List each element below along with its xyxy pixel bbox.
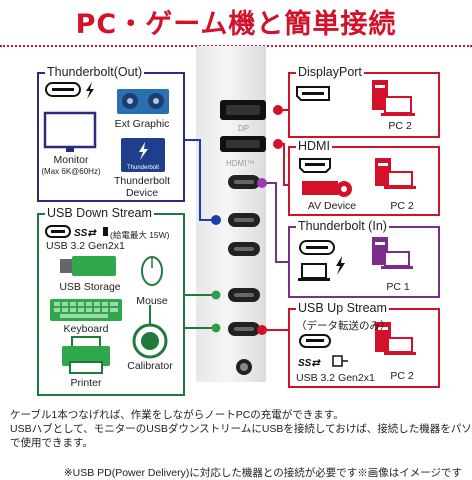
usb-c-port-2 [228, 213, 260, 227]
tb-in-pc-label: PC 1 [386, 281, 410, 293]
thunderbolt-out-header: Thunderbolt(Out) [45, 65, 145, 79]
laptop-icon [384, 337, 416, 355]
audio-jack [236, 359, 252, 375]
tb-out-connection-dot [211, 215, 221, 225]
usb-up-version: USB 3.2 Gen2x1 [296, 372, 375, 384]
hdmi-connection-dot [273, 139, 283, 149]
tb-in-connection-dot [257, 178, 267, 188]
usb-up-stream-header: USB Up Stream [296, 301, 389, 315]
monitor-label: Monitor [53, 154, 89, 166]
thunderbolt-in-header: Thunderbolt (In) [296, 219, 389, 233]
thunderbolt-bolt-icon [336, 256, 345, 275]
dp-pc-label: PC 2 [388, 120, 412, 132]
displayport-box: DisplayPort [288, 65, 440, 138]
hdmi-port-label: HDMI™ [226, 159, 254, 168]
power-note: (給電最大 15W) [110, 230, 170, 240]
battery-icon [103, 227, 108, 236]
thunderbolt-logo-text: Thunderbolt [127, 165, 159, 171]
usb-c-plug-icon [299, 240, 335, 255]
printer-label: Printer [70, 377, 102, 389]
calibrator-icon [132, 305, 168, 359]
av-device-icon [302, 181, 352, 197]
usb-c-plug-icon [45, 82, 81, 97]
usb-c-plug-icon [45, 225, 71, 238]
usb-c-port-4 [228, 288, 260, 302]
hdmi-connector-icon [299, 158, 331, 173]
usb-down-dot-2 [211, 323, 221, 333]
mouse-icon [141, 256, 163, 286]
laptop-icon [381, 96, 415, 116]
graphics-card-icon [117, 89, 169, 114]
superspeed-icon: SS⇄ [298, 358, 321, 369]
superspeed-icon: SS⇄ [74, 228, 97, 239]
dp-port [220, 100, 266, 120]
note-line-2: USBハブとして、モニターのUSBダウンストリームにUSBを接続しておけば、接続… [10, 423, 472, 435]
ext-graphic-label: Ext Graphic [114, 118, 170, 130]
note-line-1: ケーブル1本つなげれば、作業をしながらノートPCの充電ができます。 [10, 409, 344, 421]
keyboard-icon [50, 299, 122, 321]
usb-down-stream-header: USB Down Stream [45, 206, 154, 220]
footnote: ※USB PD(Power Delivery)に対応した機器との接続が必要です※… [63, 467, 462, 479]
note-line-3: で使用できます。 [10, 437, 93, 449]
usb-down-dot-1 [211, 290, 221, 300]
mouse-label: Mouse [136, 295, 168, 307]
thunderbolt-bolt-icon [86, 82, 94, 99]
usb-c-port-3 [228, 242, 260, 256]
laptop-icon [384, 171, 416, 189]
thunderbolt-in-box: Thunderbolt (In) [288, 219, 440, 298]
usb-storage-icon [60, 256, 116, 276]
laptop-icon [298, 263, 330, 281]
usb-up-connection-dot [257, 325, 267, 335]
tb-device-label-line1: Thunderbolt [113, 175, 171, 187]
monitor-spec-label: (Max 6K@60Hz) [41, 167, 101, 176]
usb-plug-icon [332, 355, 348, 367]
usb-up-sub-label: （データ転送のみ） [296, 320, 391, 332]
usb-up-pc-label: PC 2 [390, 370, 414, 382]
thunderbolt-device-icon: Thunderbolt [121, 138, 165, 172]
monitor-icon [43, 111, 97, 152]
hdmi-pc-label: PC 2 [390, 200, 414, 212]
calibrator-label: Calibrator [127, 360, 173, 372]
displayport-connector-icon [296, 86, 330, 101]
tb-device-label-line2: Device [125, 187, 159, 199]
displayport-header: DisplayPort [296, 65, 364, 79]
usb-c-port-5 [228, 322, 260, 336]
dp-port-label: DP [238, 124, 249, 133]
usb-c-port-1 [228, 175, 260, 189]
hdmi-port [220, 136, 266, 152]
printer-icon [62, 336, 110, 374]
keyboard-label: Keyboard [63, 323, 109, 335]
page-title: PC・ゲーム機と簡単接続 [75, 9, 397, 40]
dp-connection-dot [273, 105, 283, 115]
usb-down-version: USB 3.2 Gen2x1 [46, 240, 125, 252]
usb-storage-label: USB Storage [59, 281, 121, 293]
laptop-icon [381, 251, 413, 269]
av-device-label: AV Device [307, 200, 357, 212]
hdmi-header: HDMI [296, 139, 332, 153]
usb-c-plug-icon [299, 334, 331, 348]
